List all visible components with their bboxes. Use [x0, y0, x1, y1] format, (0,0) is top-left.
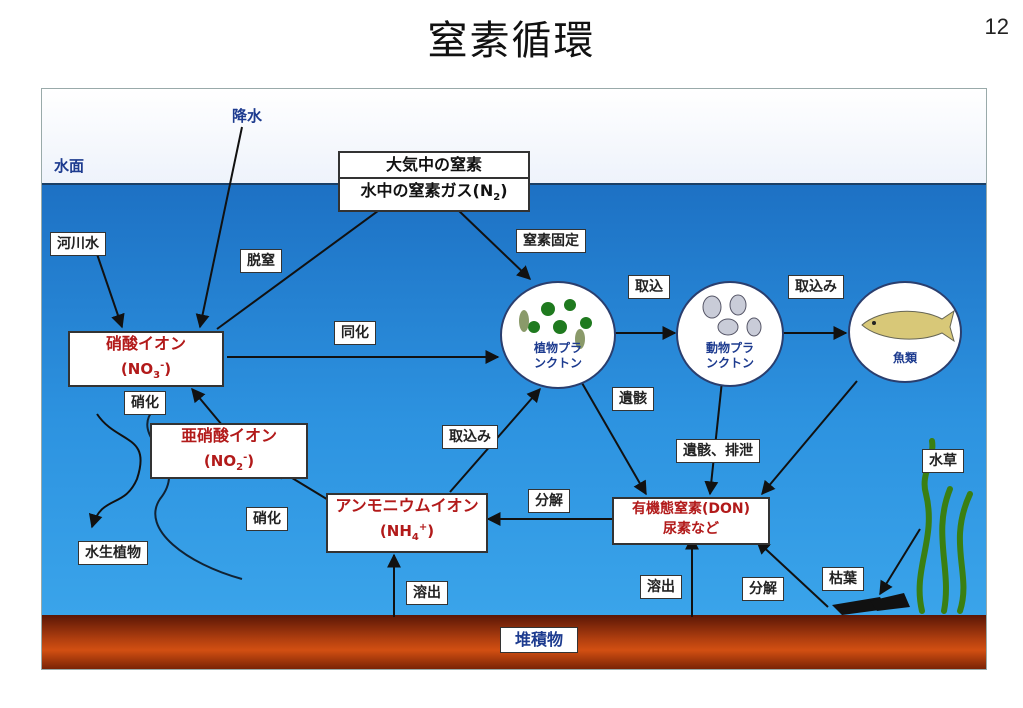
- assimilation-label: 同化: [334, 321, 376, 345]
- aquatic-plant-stem: [146, 408, 243, 580]
- atmospheric-nitrogen-text: 大気中の窒素: [340, 153, 528, 179]
- aquatic-plants-label: 水生植物: [78, 541, 148, 565]
- precipitation-label: 降水: [232, 107, 263, 125]
- fish-circle: 魚類: [848, 281, 962, 383]
- nitrification-label-2: 硝化: [246, 507, 288, 531]
- zooplankton-circle: 動物プランクトン: [676, 281, 784, 387]
- arrow-aquatic-plants: [88, 413, 142, 529]
- arrow-precipitation: [195, 126, 243, 329]
- zooplankton-icon: [702, 294, 762, 337]
- nitrification-label-1: 硝化: [124, 391, 166, 415]
- aquatic-grass-label: 水草: [922, 449, 964, 473]
- dissolved-nitrogen-text: 水中の窒素ガス(N2): [360, 181, 508, 204]
- don-box: 有機態窒素(DON) 尿素など: [612, 497, 770, 545]
- arrow-fish-to-don: [761, 380, 858, 496]
- decomposition-label-1: 分解: [528, 489, 570, 513]
- arrow-leaves-to-don: [755, 540, 829, 608]
- nitrogen-cycle-diagram: 水面 降水 大気中の窒素 水中の窒素ガス(N2) 硝酸イオン (NO3-) 亜硝…: [41, 88, 987, 670]
- water-surface-label: 水面: [54, 157, 85, 175]
- phytoplankton-icon: [519, 299, 592, 349]
- intake-label-1: 取込: [628, 275, 670, 299]
- page-number: 12: [984, 14, 1009, 39]
- nitrogen-gas-box: 大気中の窒素 水中の窒素ガス(N2): [338, 151, 530, 213]
- nitrate-formula: (NO3-): [120, 360, 172, 381]
- sediment-label: 堆積物: [500, 627, 579, 653]
- arrow-zoo-to-don: [704, 380, 723, 496]
- nitrite-formula: (NO2-): [203, 452, 255, 473]
- zooplankton-label: 動物プランクトン: [705, 341, 754, 370]
- fish-icon: [861, 309, 955, 343]
- nitrite-box: 亜硝酸イオン (NO2-): [150, 423, 308, 479]
- nitrogen-fixation-label: 窒素固定: [516, 229, 586, 253]
- river-water-label: 河川水: [50, 232, 106, 256]
- nitrate-box: 硝酸イオン (NO3-): [68, 331, 224, 387]
- arrow-phyto-to-don: [581, 382, 647, 496]
- arrow-denitrification: [216, 196, 399, 330]
- decomposition-label-2: 分解: [742, 577, 784, 601]
- ammonium-box: アンモニウムイオン (NH4+): [326, 493, 488, 553]
- arrow-river-water: [96, 253, 125, 329]
- don-subtext: 尿素など: [663, 521, 719, 537]
- dead-leaves-icon: [832, 593, 910, 615]
- remains-label: 遺骸: [612, 387, 654, 411]
- nitrate-name: 硝酸イオン: [105, 334, 186, 353]
- intake-label-3: 取込み: [442, 425, 498, 449]
- phytoplankton-label: 植物プランクトン: [533, 341, 582, 370]
- elution-label-1: 溶出: [406, 581, 448, 605]
- nitrite-name: 亜硝酸イオン: [180, 426, 277, 445]
- arrow-nitrogen-fixation: [456, 208, 532, 280]
- dead-leaves-label: 枯葉: [822, 567, 864, 591]
- don-name: 有機態窒素(DON): [631, 501, 751, 517]
- denitrification-label: 脱窒: [240, 249, 282, 273]
- arrow-grass-to-leaves: [879, 528, 921, 596]
- remains-excretion-label: 遺骸、排泄: [676, 439, 760, 463]
- fish-label: 魚類: [892, 351, 917, 365]
- elution-label-2: 溶出: [640, 575, 682, 599]
- page-title: 窒素循環: [427, 18, 596, 64]
- intake-label-2: 取込み: [788, 275, 844, 299]
- ammonium-formula: (NH4+): [379, 522, 435, 543]
- phytoplankton-circle: 植物プランクトン: [500, 281, 616, 389]
- ammonium-name: アンモニウムイオン: [335, 496, 479, 515]
